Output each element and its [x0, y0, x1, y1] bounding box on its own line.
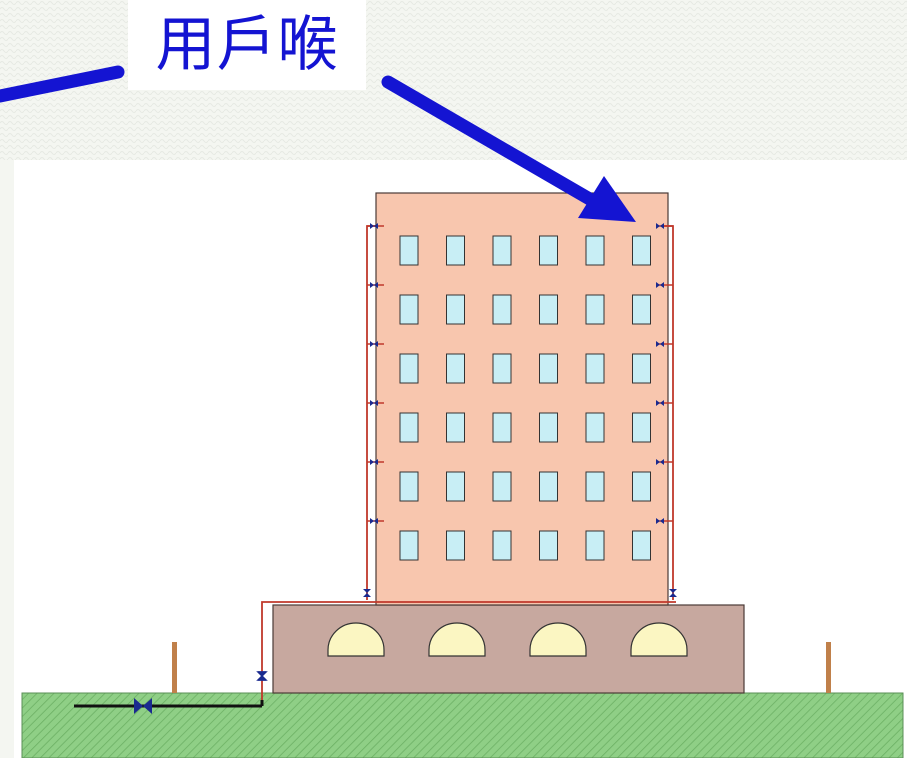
window: [492, 235, 512, 266]
title-label: 用戶喉: [128, 0, 366, 90]
window: [632, 235, 651, 266]
user-valve-icon: [656, 400, 664, 406]
stop-tap-icon: [256, 671, 268, 681]
window: [539, 530, 558, 561]
user-valve-icon: [370, 400, 378, 406]
window: [492, 471, 512, 502]
main-valve-icon: [134, 698, 152, 714]
window: [632, 530, 651, 561]
arch-window: [428, 622, 486, 657]
user-valve-icon: [370, 518, 378, 524]
user-valve-icon: [370, 459, 378, 465]
window: [399, 471, 419, 502]
window: [446, 353, 465, 384]
window: [399, 412, 419, 443]
window: [585, 412, 605, 443]
arch-window: [630, 622, 688, 657]
user-valve-icon: [656, 223, 664, 229]
window: [399, 353, 419, 384]
window: [446, 235, 465, 266]
window: [539, 294, 558, 325]
window: [492, 530, 512, 561]
floor-branches: [367, 223, 673, 524]
window: [492, 294, 512, 325]
window: [585, 530, 605, 561]
distribution-pipe: [261, 601, 676, 700]
window: [539, 471, 558, 502]
window: [539, 235, 558, 266]
window: [399, 530, 419, 561]
user-valve-icon: [656, 341, 664, 347]
tower-windows: [399, 235, 651, 561]
window: [492, 353, 512, 384]
user-valve-icon: [656, 518, 664, 524]
window: [446, 530, 465, 561]
arch-window: [529, 622, 587, 657]
riser-valve-right-icon: [669, 589, 677, 597]
service-main: [74, 589, 677, 714]
window: [632, 471, 651, 502]
user-valve-icon: [656, 282, 664, 288]
window: [399, 294, 419, 325]
window: [446, 294, 465, 325]
building-tower: [375, 192, 669, 606]
window: [539, 353, 558, 384]
window: [585, 235, 605, 266]
window: [585, 471, 605, 502]
post-left: [172, 642, 177, 693]
window: [446, 412, 465, 443]
window: [632, 294, 651, 325]
user-valve-icon: [370, 223, 378, 229]
riser-valve-left-icon: [363, 589, 371, 597]
user-valve-icon: [370, 341, 378, 347]
window: [585, 353, 605, 384]
window: [632, 412, 651, 443]
arch-window: [327, 622, 385, 657]
arch-windows: [327, 622, 688, 657]
pointer-arrow-icon: [0, 65, 636, 222]
user-valve-icon: [370, 282, 378, 288]
ground: [21, 692, 904, 758]
user-valve-icon: [656, 459, 664, 465]
window: [399, 235, 419, 266]
window: [539, 412, 558, 443]
window: [585, 294, 605, 325]
window: [446, 471, 465, 502]
post-right: [826, 642, 831, 693]
window: [632, 353, 651, 384]
window: [492, 412, 512, 443]
